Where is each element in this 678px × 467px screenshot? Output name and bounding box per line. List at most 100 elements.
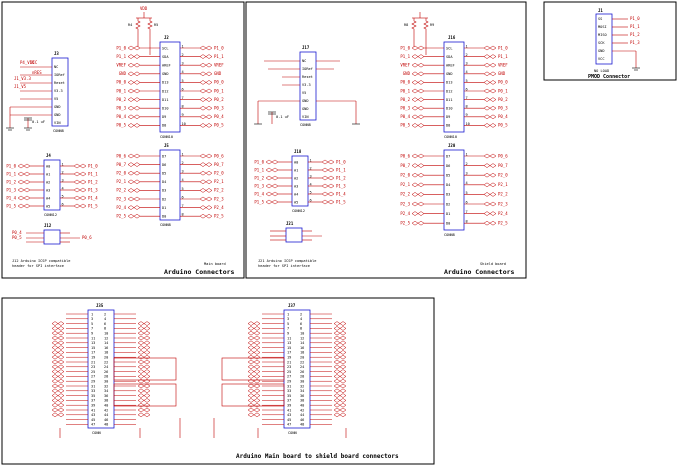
ic-right-pin-number: 20 [300, 356, 304, 360]
main-i2c-net-terminal [127, 54, 141, 59]
interconnect-right-ref: J37 [288, 303, 296, 308]
ic-right-net-terminal [333, 330, 347, 336]
main-power-net-5: J1_V5 [14, 84, 27, 89]
ic-left-net-terminal [51, 321, 65, 326]
ic-right-net-terminal [333, 398, 347, 403]
main-analog-net-label: P1_5 [6, 203, 16, 208]
ic-right-pin-number: 29 [287, 380, 291, 384]
shield-analog-pin-label: A4 [294, 192, 298, 196]
ic-right-pin-number: 4 [300, 317, 302, 321]
main-analog-pin-label: A0 [46, 164, 50, 168]
shield-i2c-net-label: P1_0 [400, 45, 410, 50]
ic-left-net-terminal [137, 407, 151, 413]
main-cap-value: 0.1 uF [32, 120, 45, 124]
shield-analog-net-terminal [321, 191, 335, 197]
ic-right-net-terminal [333, 340, 347, 346]
shield-i2c-pin-label: D13 [446, 81, 453, 85]
ic-left-net-terminal [51, 345, 65, 350]
shield-i2c-net-terminal [483, 62, 497, 68]
ic-left-pin-number: 41 [91, 408, 95, 412]
main-icsp-header: J12 P0_4 P0_5 P0_6 [12, 223, 92, 245]
main-i2c-net-terminal [127, 123, 141, 128]
ic-right-pin-number: 17 [287, 351, 291, 355]
shield-power-pin-label: GND [302, 107, 309, 111]
main-analog-net-terminal [73, 171, 87, 177]
interconnect-left-conn: CONN [92, 431, 101, 435]
shield-analog-pin-number: 5 [310, 190, 312, 194]
ic-left-pin-number: 23 [91, 365, 95, 369]
shield-icsp-note-2: header for SPI interface [258, 264, 310, 268]
main-i2c-net-terminal [199, 123, 213, 128]
main-digital-net-terminal [199, 188, 213, 193]
shield-analog-pin-number: 4 [310, 182, 312, 186]
shield-digital-net-terminal [483, 201, 497, 207]
main-i2c-pin-label: SDA [162, 55, 169, 59]
main-i2c-net-label: P0_1 [214, 88, 224, 93]
shield-digital-net-terminal [483, 163, 497, 168]
ic-left-pin-number: 11 [91, 336, 95, 340]
shield-i2c-net-label: P1_1 [400, 54, 410, 59]
main-power-pin-label: VIN [54, 121, 61, 125]
shield-analog-net-label: P1_0 [336, 159, 346, 164]
main-power-pin-label: V5 [54, 97, 58, 101]
main-power-ref: J3 [54, 51, 59, 56]
ic-right-net-terminal [333, 369, 347, 374]
shield-digital-net-terminal [411, 153, 425, 159]
shield-analog-net-terminal [321, 167, 335, 173]
main-i2c-pin-number: 2 [182, 53, 184, 57]
main-digital-pin-label: D4 [162, 180, 166, 184]
ic-right-pin-number: 30 [300, 380, 304, 384]
shield-power-pin-label: IORef [302, 67, 313, 71]
shield-i2c-pin-label: D10 [446, 107, 453, 111]
main-power-pin-label: GND [54, 105, 61, 109]
ic-left-pin-number: 31 [91, 384, 95, 388]
shield-analog-pin-number: 6 [310, 198, 312, 202]
interconnect-left-ref: J35 [96, 303, 104, 308]
main-digital-pin-number: 2 [182, 161, 184, 165]
main-digital-ref: J5 [164, 143, 169, 148]
main-analog-net-terminal [73, 203, 87, 209]
ic-left-net-terminal [137, 340, 151, 346]
pmod-frame [543, 1, 677, 81]
shield-i2c-net-label: P1_1 [498, 54, 508, 59]
ic-left-pin-number: 3 [91, 317, 93, 321]
main-power-pin-label: NC [54, 65, 58, 69]
shield-i2c-pin-number: 2 [466, 53, 468, 57]
shield-digital-net-terminal [483, 182, 497, 188]
shield-digital-pin-label: D4 [446, 183, 450, 187]
main-i2c-net-label: VREF [116, 63, 126, 68]
main-i2c-net-terminal [127, 88, 141, 94]
shield-analog-pin-number: 2 [310, 166, 312, 170]
ic-right-net-terminal [333, 354, 347, 360]
main-i2c-net-label: P0_3 [116, 106, 126, 111]
shield-analog-net-label: P1_1 [254, 167, 264, 172]
ic-left-net-terminal [137, 330, 151, 336]
main-icsp-ref: J12 [44, 223, 52, 228]
main-digital-net-label: P2_4 [214, 205, 224, 210]
ic-right-pin-number: 10 [300, 332, 304, 336]
main-i2c-net-terminal [127, 114, 141, 120]
shield-i2c-net-terminal [483, 71, 497, 77]
shield-i2c-net-terminal [483, 97, 497, 102]
shield-analog-net-label: P1_3 [336, 183, 346, 188]
main-digital-pin-label: D2 [162, 197, 166, 201]
shield-board-frame [245, 1, 527, 279]
shield-digital-net-label: P2_4 [498, 211, 508, 216]
shield-digital-net-label: P2_1 [498, 182, 508, 187]
ic-left-net-terminal [137, 359, 151, 365]
main-i2c-pin-number: 5 [182, 79, 184, 83]
main-i2c-pin-number: 8 [182, 105, 184, 109]
main-digital-net-label: P0_6 [116, 153, 126, 158]
main-analog-pin-label: A4 [46, 196, 50, 200]
ic-left-pin-number: 14 [104, 341, 108, 345]
shield-analog-net-label: P1_2 [336, 175, 346, 180]
ic-right-pin-number: 26 [300, 370, 304, 374]
main-analog-net-label: P1_1 [6, 171, 16, 176]
main-i2c-net-label: P0_2 [116, 97, 126, 102]
ic-left-pin-number: 10 [104, 332, 108, 336]
shield-i2c-pin-label: D9 [446, 115, 450, 119]
